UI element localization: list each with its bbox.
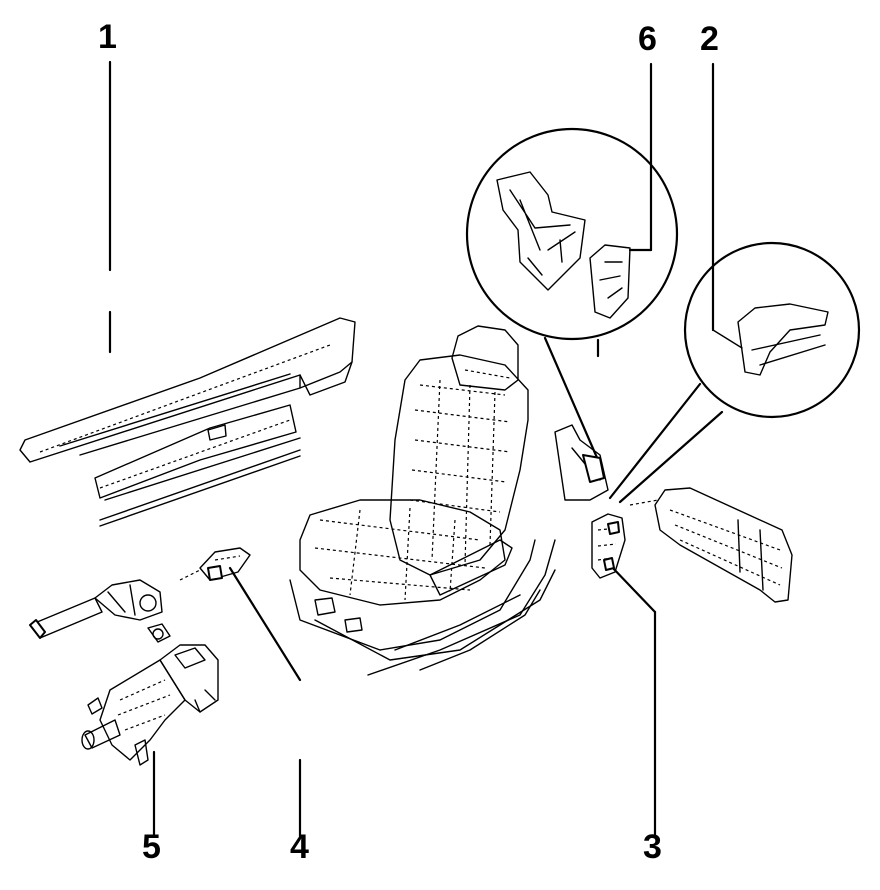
- callout-2: 2: [700, 20, 719, 58]
- latch-part: [591, 513, 626, 579]
- bracket-part-4: [179, 547, 251, 581]
- callout-3: 3: [643, 828, 662, 866]
- motor-assembly-5: [81, 644, 219, 766]
- leader-lines: [108, 60, 715, 838]
- callout-4: 4: [290, 828, 309, 866]
- detail-circle-right: [608, 241, 861, 504]
- callout-6: 6: [638, 20, 657, 58]
- detail-circle-upper: [465, 127, 679, 462]
- callout-1: 1: [98, 18, 117, 56]
- callout-5: 5: [142, 828, 161, 866]
- seat-assembly: [289, 325, 609, 676]
- rail-cover: [19, 317, 356, 527]
- lever-assembly: [29, 579, 171, 643]
- right-rail-cover: [629, 487, 793, 603]
